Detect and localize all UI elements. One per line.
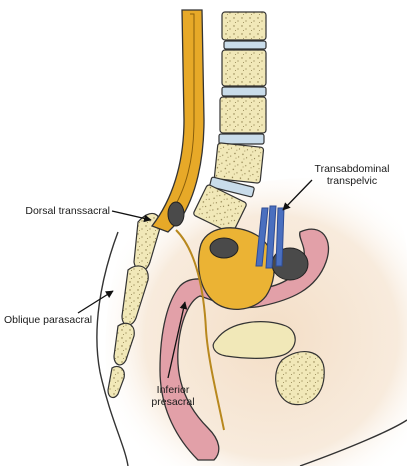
body-outline: [96, 231, 129, 466]
label-oblique-parasacral: Oblique parasacral: [4, 314, 93, 326]
connecting-strand: [175, 229, 225, 431]
bowel-loop: [212, 321, 296, 359]
sacrum: [107, 212, 161, 399]
iliac-vessels: [255, 205, 285, 269]
tumor-mass-posterior: [209, 237, 239, 259]
arrow-inferior-presacral: [167, 301, 188, 379]
abdominal-wall-outline: [299, 419, 407, 466]
arrow-oblique-parasacral: [77, 290, 114, 314]
label-inferior-presacral: Inferior presacral: [151, 384, 195, 408]
pointer-arrows: [77, 179, 313, 379]
label-dorsal-transsacral: Dorsal transsacral: [25, 205, 110, 217]
arrow-dorsal-transsacral: [111, 210, 152, 223]
lumbar-spine: [193, 11, 267, 234]
pubic-bone: [275, 351, 325, 406]
tube-dark-mass: [167, 201, 185, 227]
arrow-transabdominal: [282, 179, 313, 211]
label-transabdominal-transpelvic: Transabdominal transpelvic: [314, 163, 390, 187]
